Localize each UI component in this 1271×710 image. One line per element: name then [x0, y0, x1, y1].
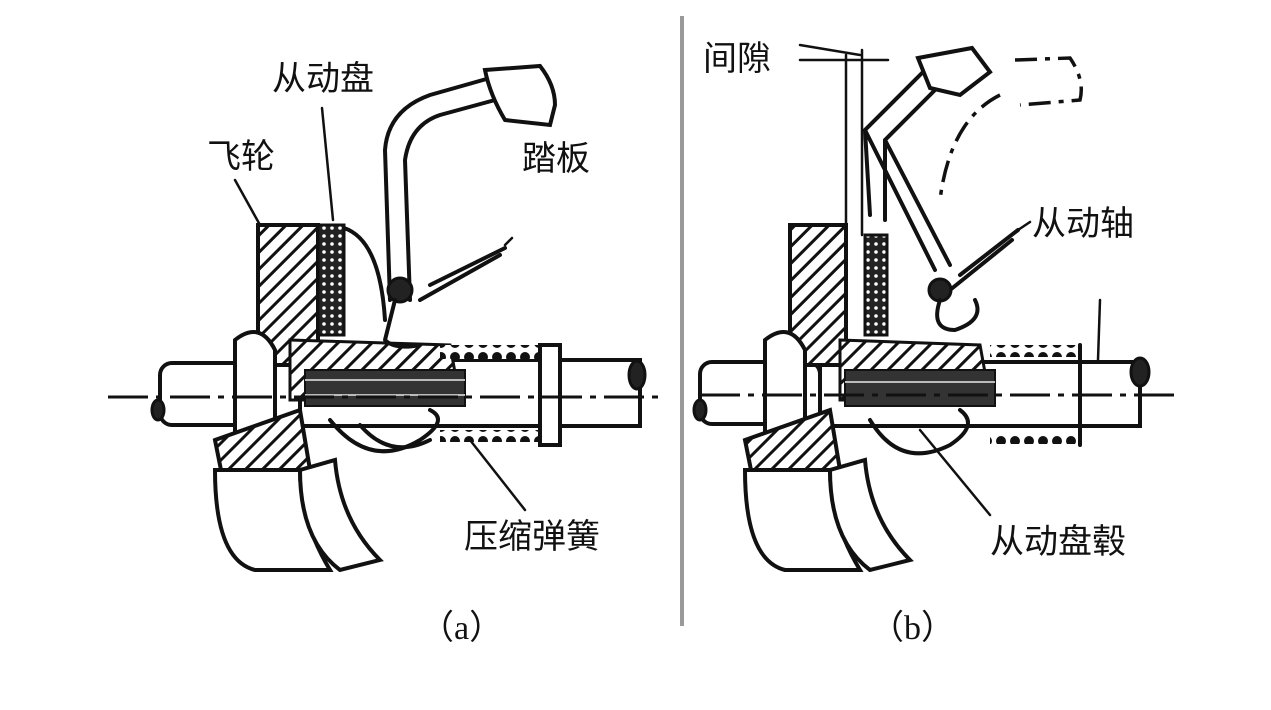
caption-a: （a） — [420, 610, 504, 647]
compression-spring-a — [440, 345, 550, 359]
label-gap: 间隙 — [703, 39, 771, 79]
leader-flywheel — [233, 178, 262, 227]
pedal-ghost-b — [938, 56, 1083, 201]
caption-b: （b） — [870, 610, 955, 647]
label-driven-disc-hub: 从动盘毂 — [990, 522, 1126, 562]
flywheel-b — [742, 223, 914, 573]
label-driven-disc: 从动盘 — [272, 59, 374, 99]
compression-spring-b — [990, 345, 1080, 357]
driven-disc-b — [863, 233, 889, 337]
label-flywheel: 飞轮 — [207, 137, 275, 177]
pedal-lever-b — [863, 45, 1020, 332]
driven-disc-a — [316, 223, 387, 337]
panel-divider — [680, 16, 684, 626]
pedal-lever-a — [383, 63, 558, 349]
label-driven-shaft: 从动轴 — [1032, 204, 1134, 244]
label-compression-spring: 压缩弹簧 — [464, 517, 600, 557]
clutch-engaged-drawing — [108, 63, 660, 573]
hub-a — [288, 338, 466, 454]
leader-spring — [468, 438, 527, 512]
hub-b — [838, 338, 996, 456]
label-pedal: 踏板 — [522, 139, 590, 179]
collar-a — [538, 343, 562, 447]
leader-driven-disc — [320, 106, 335, 222]
flywheel-a — [212, 223, 384, 573]
driven-shaft-b — [692, 356, 1151, 428]
